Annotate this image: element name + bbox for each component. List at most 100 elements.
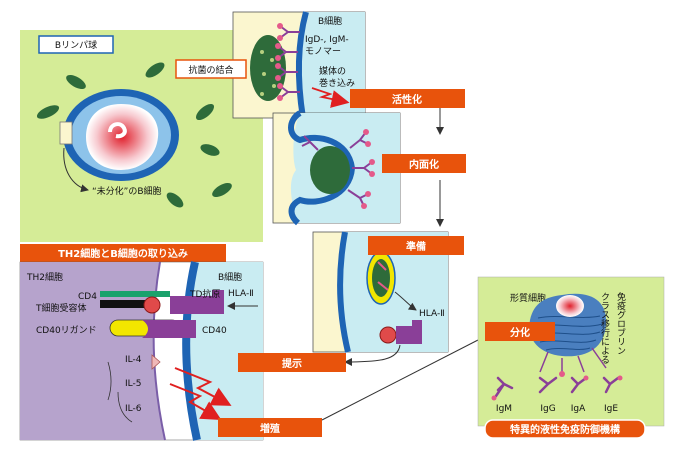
antigen-dot [275,55,281,61]
td-antigen-label: TD抗原 [189,288,220,300]
igg-label: IgG [540,404,555,414]
secretion-arrow [591,347,607,369]
cd40-label: CD40 [202,326,227,336]
antigen-dot [277,35,283,41]
antigen-dot [361,203,367,209]
globulin-label: 免疫グロブリン [615,291,626,355]
medium-uptake-arrow [311,87,350,108]
plasma-er-lines [535,315,603,351]
nucleus-notch [108,122,127,139]
td-antigen-dot [143,296,161,314]
presentation-label: 提示 [282,357,302,370]
class-switch-label: クラス移行による [599,292,610,364]
binding-b-cell-label: B細胞 [318,15,342,27]
bacterium [66,75,86,89]
bacterium [212,183,232,197]
cd4-bar [100,291,170,297]
il-bracket-left [107,361,112,401]
proliferation-signal-1 [174,367,232,406]
internalization-antigen-dots [361,129,375,209]
medium-label-2: 巻き込み [319,77,355,89]
preparation-membrane [337,231,351,353]
binding-receptors [277,25,300,99]
endosome-fragments [377,261,389,291]
antigen-dot [365,191,371,197]
receptor-y [301,135,319,151]
bacterium-dot [262,72,266,76]
bacterium [36,105,60,119]
presentation-banner [238,353,346,372]
undiff-b-cell-label: “未分化”のB細胞 [92,185,162,197]
preparation-banner [368,236,464,255]
binding-membrane [295,11,309,119]
antigen-dot [365,141,371,147]
antibody-tip [617,375,623,381]
b-lymphocyte-title-box [38,35,114,54]
uptake-label: TH2細胞とB細胞の取り込み [58,247,188,260]
igg-shape [538,376,558,394]
preparation-label: 準備 [406,240,426,253]
hla-route-arrow [394,291,417,311]
secretion-arrow [539,351,549,373]
uptake-banner [20,244,226,262]
antigen-dot [277,95,283,101]
tcr-bar [100,300,156,308]
medium-label-1: 媒体の [319,65,346,77]
il4-triangle [151,354,161,370]
bacterium-dot [260,92,264,96]
th2-membrane [152,261,166,441]
th2-cell-body [20,262,165,440]
activation-label: 活性化 [392,93,422,106]
cd4-label: CD4 [78,292,97,302]
bacterium [195,103,215,121]
er-line [539,339,597,343]
il4-label: IL-4 [125,355,142,365]
footer-banner [484,419,646,439]
antigen-dot [277,23,283,29]
binding-bacterium [250,35,286,101]
plasma-nucleus [556,295,584,317]
antigen-dot [275,43,281,49]
b-lymphocyte-title: Bリンパ球 [55,39,97,51]
th2-b-cell-label: B細胞 [218,271,242,283]
undiff-pointer-arrow [63,147,89,193]
receptor-patch [59,121,73,145]
cd40-shape [142,320,196,338]
th2-cell-label: TH2細胞 [26,271,63,283]
internalized-bacterium [310,146,350,194]
differentiation-banner [485,322,555,341]
receptor-label: IgD-, IgM- [305,35,349,45]
presentation-arrow [344,344,401,366]
cd40-ligand-label: CD40リガンド [36,325,97,336]
bacterium-dot [270,58,274,62]
binding-label: 抗菌の結合 [188,64,233,76]
er-line [537,315,601,319]
bacterium-dots [260,50,276,96]
secretion-arrow [577,355,585,373]
binding-label-box [175,59,247,79]
hla-ii-molecule [170,290,224,314]
il-bracket-lower [117,391,133,423]
antigen-dot [277,83,283,89]
antibody-tip [491,395,497,401]
internalization-label: 内面化 [409,158,439,171]
proliferation-banner [218,418,322,437]
activation-banner [350,89,465,108]
antigen-dot [363,129,369,135]
igm-label: IgM [496,404,512,414]
proliferation-label: 増殖 [260,422,280,435]
preparation-hla-molecule [396,320,422,344]
differentiation-label: 分化 [510,326,530,339]
footer-label: 特異的液性免疫防御機構 [510,423,620,436]
antigen-dot [275,63,281,69]
differentiation-link [321,339,479,421]
antibody-shapes [494,376,620,398]
bacterium [166,192,184,208]
presented-antigen-dot [379,326,397,344]
secretion-arrows [539,347,607,373]
hla-label: HLA-Ⅱ [228,289,254,299]
antibody-tip [583,375,589,381]
il6-label: IL-6 [125,404,142,414]
antigen-dot [369,159,375,165]
